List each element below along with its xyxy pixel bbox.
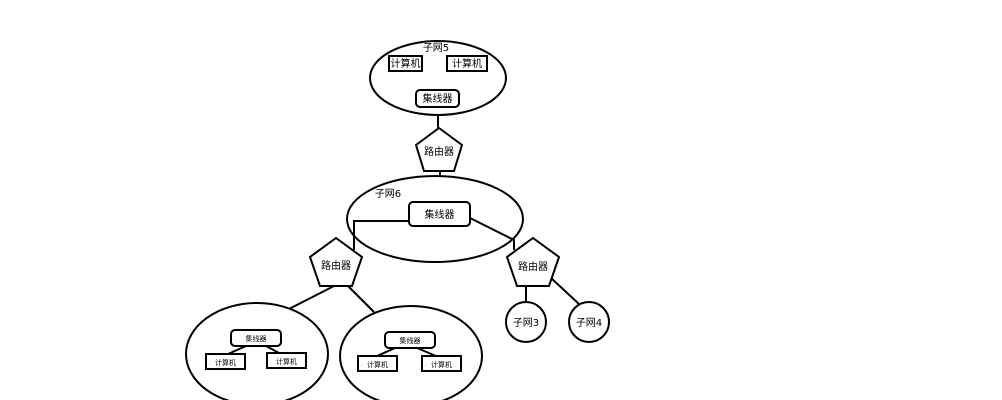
- link-br-hub-computer-right: [416, 347, 437, 357]
- subnet5-hub-label: 集线器: [423, 92, 453, 105]
- subnet5-computer-right: [446, 55, 488, 72]
- subnet-bl-hub-label: 集线器: [246, 334, 267, 343]
- link-s6-hub-router-left-overlay: [353, 220, 409, 250]
- subnet5-computer-left: [388, 55, 423, 72]
- subnet-br-hub: [384, 331, 436, 349]
- subnet-bl-hub: [230, 329, 282, 347]
- subnet3: 子网3: [505, 301, 547, 343]
- router-top: 路由器: [414, 126, 464, 172]
- link-router-right-subnet4: [550, 277, 580, 305]
- subnet-br-computer-left-label: 计算机: [367, 360, 388, 369]
- subnet4-label: 子网4: [576, 317, 602, 329]
- subnet4: 子网4: [568, 301, 610, 343]
- subnet4-circle: [568, 301, 610, 343]
- router-right-pentagon: [505, 236, 561, 287]
- router-top-label: 路由器: [424, 145, 454, 158]
- router-right: 路由器: [505, 236, 561, 287]
- subnet5-label: 子网5: [423, 42, 449, 54]
- router-right-label: 路由器: [518, 260, 548, 273]
- router-left-pentagon: [308, 236, 364, 287]
- subnet-br-computer-left: [357, 355, 398, 372]
- link-router-left-subnet-bl: [286, 285, 335, 311]
- subnet-bottom-left: 集线器 计算机 计算机: [185, 302, 329, 400]
- subnet-bl-computer-right-label: 计算机: [276, 357, 297, 366]
- link-router-left-subnet-br: [347, 285, 375, 313]
- router-left: 路由器: [308, 236, 364, 287]
- subnet-br-computer-right: [421, 355, 462, 372]
- router-top-pentagon: [414, 126, 464, 172]
- subnet-bl-ellipse: [185, 302, 329, 400]
- subnet-br-hub-label: 集线器: [400, 336, 421, 345]
- subnet5: 子网5 计算机 计算机 集线器: [369, 40, 507, 116]
- subnet6: 子网6 集线器: [346, 175, 524, 263]
- subnet5-computer-right-label: 计算机: [452, 57, 482, 70]
- link-s6-hub-router-right-overlay: [469, 217, 515, 250]
- subnet-bl-computer-left: [205, 353, 246, 370]
- subnet3-label: 子网3: [513, 317, 539, 329]
- subnet-bl-computer-right: [266, 352, 307, 369]
- subnet3-circle: [505, 301, 547, 343]
- link-br-hub-computer-left: [376, 347, 396, 357]
- subnet-br-ellipse: [339, 305, 483, 400]
- subnet5-hub: [415, 89, 460, 108]
- subnet6-hub-label: 集线器: [425, 208, 455, 221]
- subnet-bottom-right: 集线器 计算机 计算机: [339, 305, 483, 400]
- router-left-label: 路由器: [321, 259, 351, 272]
- subnet5-computer-left-label: 计算机: [391, 57, 421, 70]
- subnet6-hub: [408, 201, 471, 227]
- subnet-bl-computer-left-label: 计算机: [215, 358, 236, 367]
- subnet-br-computer-right-label: 计算机: [431, 360, 452, 369]
- link-bl-hub-computer-left: [227, 345, 247, 355]
- subnet6-label: 子网6: [375, 188, 401, 200]
